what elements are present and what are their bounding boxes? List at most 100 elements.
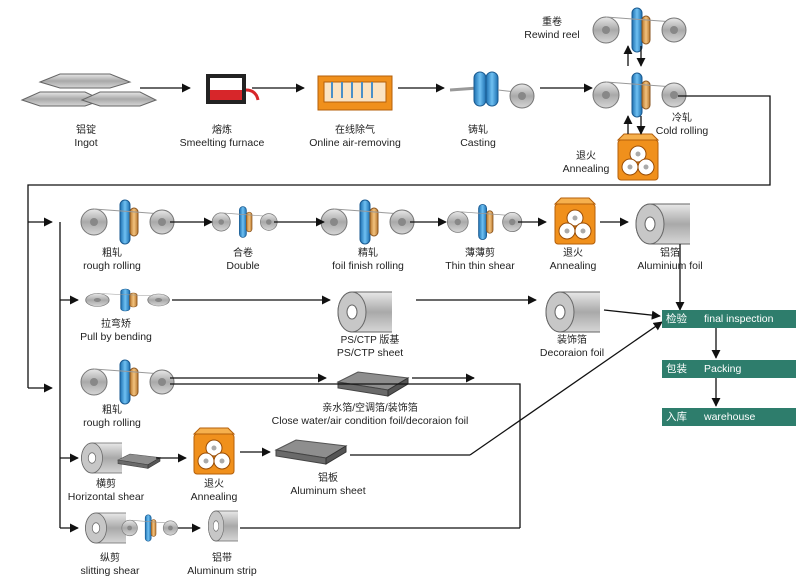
step-ps-ctp-en: PS/CTP sheet [336,347,404,359]
step-rough-rolling-1-zh: 粗轧 [101,248,122,259]
step-smelting-zh: 熔炼 [211,125,232,136]
step-aluminum-strip-zh: 铝带 [212,553,232,564]
step-aluminum-sheet: 铝板 Aluminum sheet [290,472,365,498]
step-cold-rolling-en: Cold rolling [655,125,709,137]
step-casting-en: Casting [460,137,496,149]
step-ingot-zh: 铝锭 [75,125,96,136]
rolling-mill-icon [592,72,687,118]
furnace-icon [206,74,260,104]
step-annealing-top: 退火 Annealing [563,150,610,176]
coil-icon [85,512,127,544]
step-foil-finish-zh: 精轧 [357,248,378,259]
step-annealing-3: 退火 Annealing [191,478,238,504]
step-ingot-en: Ingot [74,137,98,149]
step-slitting-shear-zh: 纵剪 [99,553,120,564]
step-annealing-2-en: Annealing [549,260,597,272]
step-thin-shear-en: Thin thin shear [445,260,515,272]
sheet-stack-icon [117,453,161,469]
step-slitting-shear: 纵剪 slitting shear [81,552,140,578]
packing-zh: 包装 [666,363,687,375]
step-annealing-3-zh: 退火 [204,479,224,490]
step-pull-bending-zh: 拉弯矫 [101,319,131,330]
coil-icon [545,291,601,333]
step-cold-rolling: 冷轧 Cold rolling [656,112,709,138]
annealing-furnace-icon [617,133,659,181]
step-decoration-foil: 装饰箔 Decoraion foil [540,334,604,360]
step-rewind-zh: 重卷 [541,17,562,28]
step-pull-bending: 拉弯矫 Pull by bending [80,318,152,344]
step-rough-rolling-1: 粗轧 rough rolling [83,247,141,273]
rolling-mill-icon [80,359,175,405]
step-air-removing: 在线除气 Online air-removing [309,124,401,150]
final-inspection-en: final inspection [704,313,774,325]
step-decoration-foil-zh: 装饰箔 [556,335,587,346]
sheet-stack-icon [275,439,347,465]
packing-box: 包装 Packing [662,360,796,378]
step-double-en: Double [226,260,260,272]
step-rewind: 重卷 Rewind reel [524,16,579,42]
step-aluminum-strip-en: Aluminum strip [187,565,257,577]
rolling-mill-icon [121,514,178,542]
step-close-water-zh: 亲水箔/空调箔/装饰箔 [322,403,418,414]
step-aluminum-sheet-en: Aluminum sheet [290,485,366,497]
step-thin-shear-zh: 薄薄剪 [465,248,495,259]
coil-icon [207,510,239,542]
rolling-mill-icon [446,203,523,241]
warehouse-en: warehouse [704,411,756,423]
step-horizontal-shear-en: Horizontal shear [67,491,145,503]
step-annealing-top-en: Annealing [562,163,610,175]
step-air-removing-en: Online air-removing [309,137,401,149]
step-rough-rolling-2: 粗轧 rough rolling [83,404,141,430]
step-smelting-en: Smeelting furnace [179,137,265,149]
final-inspection-zh: 检验 [666,313,687,325]
step-horizontal-shear: 横剪 Horizontal shear [68,478,144,504]
step-annealing-2-zh: 退火 [563,248,583,259]
step-close-water: 亲水箔/空调箔/装饰箔 Close water/air condition fo… [272,402,469,428]
step-rough-rolling-2-en: rough rolling [83,417,141,429]
step-ps-ctp-zh: PS/CTP 版基 [340,335,400,346]
rolling-mill-icon [85,288,170,312]
final-inspection-box: 检验 final inspection [662,310,796,328]
rolling-mill-icon [320,199,415,245]
step-aluminium-foil-en: Aluminium foil [637,260,703,272]
coil-icon [81,442,123,474]
warehouse-zh: 入库 [666,411,687,423]
step-double-zh: 合卷 [233,248,253,259]
coil-icon [337,291,393,333]
step-pull-bending-en: Pull by bending [80,331,152,343]
warehouse-box: 入库 warehouse [662,408,796,426]
rolling-mill-icon [211,206,278,238]
step-double: 合卷 Double [226,247,259,273]
step-rewind-en: Rewind reel [524,29,580,41]
step-annealing-2: 退火 Annealing [550,247,597,273]
step-thin-shear: 薄薄剪 Thin thin shear [445,247,514,273]
rolling-mill-icon [592,7,687,53]
degassing-icon [317,75,393,111]
step-rough-rolling-1-en: rough rolling [83,260,141,272]
step-decoration-foil-en: Decoraion foil [539,347,605,359]
step-casting-zh: 铸轧 [467,125,488,136]
step-casting: 铸轧 Casting [460,124,496,150]
step-smelting: 熔炼 Smeelting furnace [180,124,265,150]
step-aluminium-foil-zh: 铝箔 [659,248,680,259]
annealing-furnace-icon [554,197,596,245]
packing-en: Packing [704,363,742,375]
step-horizontal-shear-zh: 横剪 [95,479,116,490]
step-aluminum-sheet-zh: 铝板 [317,473,338,484]
ingot-icon [20,73,158,107]
step-annealing-3-en: Annealing [190,491,238,503]
coil-icon [635,203,691,245]
step-foil-finish-en: foil finish rolling [332,260,404,272]
step-ingot: 铝锭 Ingot [74,124,97,150]
step-aluminum-strip: 铝带 Aluminum strip [187,552,256,578]
annealing-furnace-icon [193,427,235,475]
step-annealing-top-zh: 退火 [576,151,596,162]
step-foil-finish: 精轧 foil finish rolling [332,247,404,273]
step-cold-rolling-zh: 冷轧 [672,113,692,124]
flow-arrows [27,45,771,533]
step-ps-ctp: PS/CTP 版基 PS/CTP sheet [337,334,403,360]
step-close-water-en: Close water/air condition foil/decoraion… [271,415,469,427]
step-aluminium-foil: 铝箔 Aluminium foil [637,247,702,273]
step-rough-rolling-2-zh: 粗轧 [101,405,122,416]
